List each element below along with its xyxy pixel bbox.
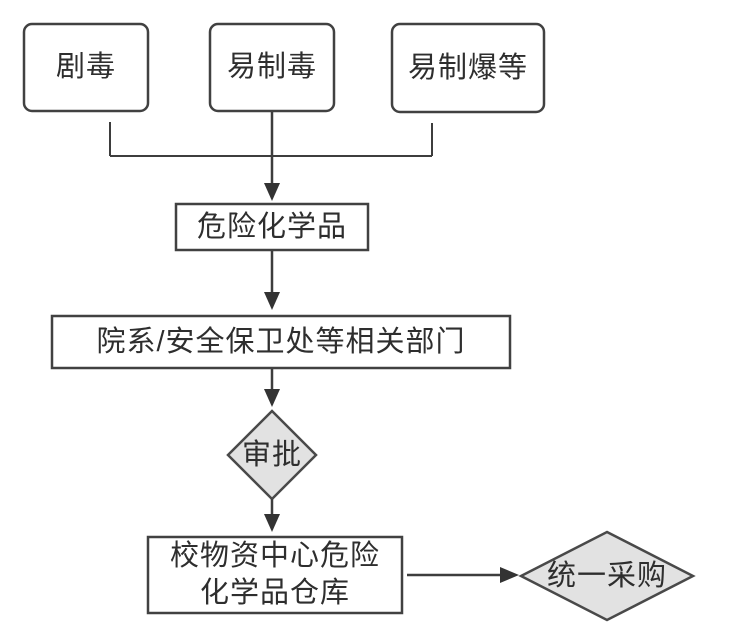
node-hazardous-chemicals-label: 危险化学品	[196, 210, 347, 243]
arrowhead-to-warehouse	[264, 514, 280, 532]
node-explosive-precursor-box	[390, 22, 546, 114]
node-explosive-precursor-label: 易制爆等	[407, 51, 528, 84]
node-toxic-box	[22, 22, 150, 113]
arrowhead-to-approval	[264, 389, 280, 407]
node-approval-label: 审批	[241, 438, 302, 471]
node-warehouse-label-line2: 化学品仓库	[199, 577, 350, 609]
node-unified-procurement-diamond	[518, 530, 696, 622]
node-hazardous-chemicals-box	[174, 202, 370, 252]
arrowhead-to-procurement	[500, 567, 519, 583]
node-warehouse-label-line1: 校物资中心危险	[169, 540, 380, 572]
arrowhead-to-hazardous	[264, 183, 280, 201]
node-warehouse-box	[146, 535, 404, 615]
node-drug-precursor-box	[208, 22, 336, 113]
node-warehouse-label: 校物资中心危险 化学品仓库	[148, 537, 402, 613]
node-departments-box	[50, 314, 512, 370]
arrowhead-to-departments	[264, 292, 280, 310]
node-departments-label: 院系/安全保卫处等相关部门	[96, 325, 466, 358]
node-drug-precursor-label: 易制毒	[226, 51, 317, 84]
node-toxic-label: 剧毒	[55, 51, 116, 84]
node-unified-procurement-label: 统一采购	[546, 559, 667, 592]
